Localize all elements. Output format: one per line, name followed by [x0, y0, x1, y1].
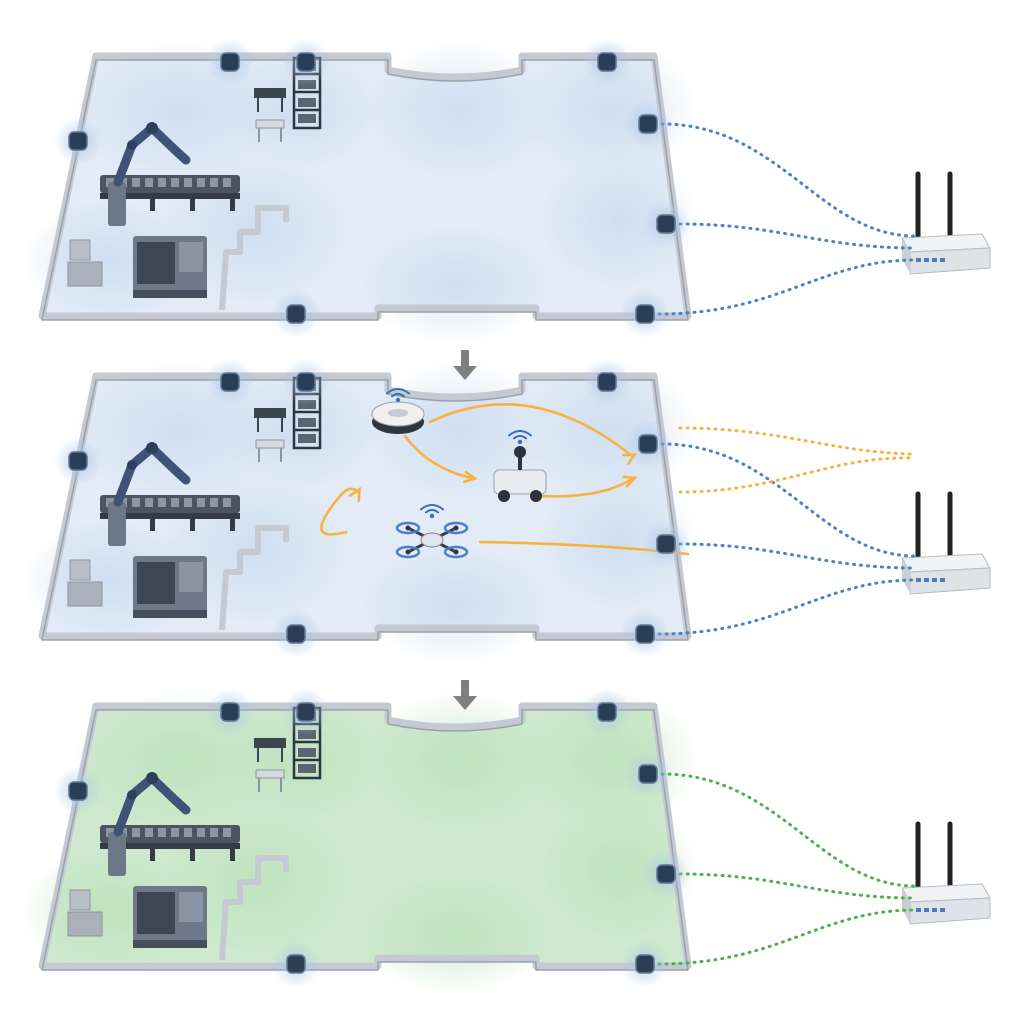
wireless-link — [678, 872, 917, 900]
node-bottom-right — [635, 624, 655, 644]
work-table — [254, 408, 286, 462]
node-right-1 — [638, 434, 658, 454]
node-top-b — [296, 702, 316, 722]
coverage-bubble — [540, 800, 700, 940]
wifi-router — [901, 491, 991, 595]
robotic-arm — [108, 772, 191, 876]
node-left — [68, 131, 88, 151]
node-bottom-right — [635, 954, 655, 974]
node-bottom — [286, 624, 306, 644]
wifi-signal-icon — [386, 388, 410, 403]
motion-path — [538, 477, 634, 498]
robot-link — [678, 456, 914, 494]
wifi-router — [901, 821, 991, 925]
coverage-bubble — [360, 225, 550, 345]
node-bottom — [286, 954, 306, 974]
wireless-link — [660, 442, 917, 558]
path-arrowhead — [462, 470, 478, 484]
inner-wall — [219, 205, 289, 311]
coverage-bubble — [360, 875, 550, 995]
wall-edge — [41, 379, 689, 641]
inner-wall — [219, 525, 289, 631]
outer-wall — [38, 702, 692, 970]
coverage-bubble — [540, 150, 700, 290]
quadcopter-drone — [395, 521, 469, 559]
coverage-bubble — [360, 545, 550, 665]
node-top-a — [220, 52, 240, 72]
wireless-link — [660, 772, 917, 888]
wireless-link — [657, 258, 917, 316]
wireless-link — [657, 908, 917, 966]
node-top-right — [597, 372, 617, 392]
cnc-machine — [133, 236, 207, 298]
outer-wall — [38, 372, 692, 640]
wall-edge — [41, 59, 689, 321]
outer-wall — [38, 52, 692, 320]
motion-path — [428, 402, 634, 458]
wireless-link — [678, 222, 917, 250]
conveyor-belt — [100, 825, 240, 861]
wifi-router — [901, 171, 991, 275]
motion-path — [403, 434, 474, 480]
panel-mobile-robots-survey — [20, 358, 991, 665]
wifi-signal-icon — [420, 504, 444, 519]
rover-robot — [493, 446, 547, 502]
robotic-arm — [108, 442, 191, 546]
work-table — [254, 88, 286, 142]
crates — [67, 239, 103, 287]
node-top-b — [296, 52, 316, 72]
crates — [67, 559, 103, 607]
node-top-a — [220, 702, 240, 722]
wifi-signal-icon — [508, 430, 532, 445]
cnc-machine — [133, 556, 207, 618]
node-bottom-right — [635, 304, 655, 324]
wireless-link — [660, 122, 917, 238]
node-left — [68, 781, 88, 801]
node-right-1 — [638, 114, 658, 134]
node-bottom — [286, 304, 306, 324]
cnc-machine — [133, 886, 207, 948]
work-table — [254, 738, 286, 792]
motion-path — [320, 487, 360, 536]
node-right-2 — [656, 864, 676, 884]
node-top-right — [597, 52, 617, 72]
wall-edge — [41, 709, 689, 971]
down-arrow — [453, 350, 477, 380]
wireless-link — [678, 542, 917, 570]
node-left — [68, 451, 88, 471]
down-arrow — [453, 680, 477, 710]
path-arrowhead — [622, 475, 638, 488]
panel-initial-coverage — [20, 38, 991, 345]
path-arrowhead — [348, 486, 361, 502]
ground-robot-disc — [371, 401, 425, 434]
node-top-a — [220, 372, 240, 392]
robot-link — [678, 426, 914, 456]
coverage-bubble — [540, 470, 700, 610]
node-top-right — [597, 702, 617, 722]
node-right-2 — [656, 534, 676, 554]
wireless-link — [657, 578, 917, 636]
crates — [67, 889, 103, 937]
inner-wall — [219, 855, 289, 961]
node-right-1 — [638, 764, 658, 784]
node-right-2 — [656, 214, 676, 234]
conveyor-belt — [100, 495, 240, 531]
robotic-arm — [108, 122, 191, 226]
panel-optimized-coverage — [20, 688, 991, 995]
node-top-b — [296, 372, 316, 392]
